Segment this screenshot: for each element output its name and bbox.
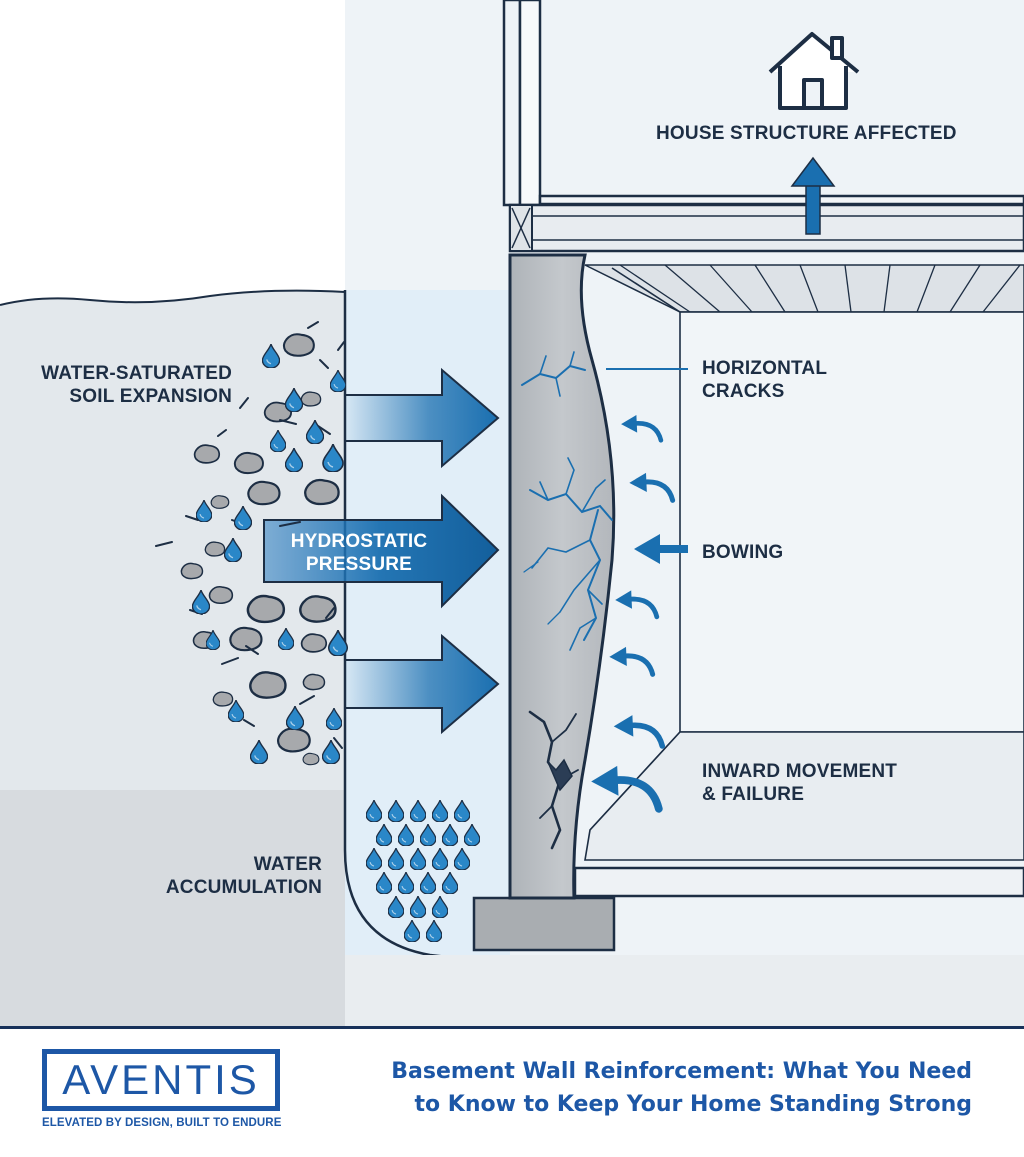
crack-icon bbox=[521, 351, 613, 850]
soil-expansion-label: WATER-SATURATED SOIL EXPANSION bbox=[41, 363, 232, 407]
basement-wall-diagram bbox=[0, 0, 1024, 1026]
footer: AVENTIS ELEVATED BY DESIGN, BUILT TO END… bbox=[0, 1026, 1024, 1157]
article-title: Basement Wall Reinforcement: What You Ne… bbox=[391, 1059, 972, 1117]
bowing-label: BOWING bbox=[702, 542, 784, 563]
bowing-arrow-icon bbox=[634, 534, 688, 564]
up-arrow-icon bbox=[790, 156, 836, 235]
house-structure-label: HOUSE STRUCTURE AFFECTED bbox=[656, 123, 957, 144]
pressure-arrow-icon bbox=[344, 633, 500, 735]
brand-name: AVENTIS bbox=[62, 1056, 260, 1103]
brand-logo: AVENTIS bbox=[42, 1049, 280, 1111]
house-icon bbox=[768, 32, 860, 110]
inward-movement-label: INWARD MOVEMENT & FAILURE bbox=[702, 761, 898, 805]
water-accumulation-label: WATER ACCUMULATION bbox=[165, 854, 322, 898]
footing bbox=[472, 896, 616, 952]
horizontal-cracks-label: HORIZONTAL CRACKS bbox=[702, 358, 828, 402]
hydrostatic-pressure-arrow bbox=[263, 493, 500, 609]
foundation-wall bbox=[508, 253, 616, 900]
brand-tagline: ELEVATED BY DESIGN, BUILT TO ENDURE bbox=[42, 1117, 282, 1129]
house-frame bbox=[502, 0, 1024, 898]
pressure-arrow-icon bbox=[344, 367, 500, 469]
hydrostatic-pressure-label: HYDROSTATIC PRESSURE bbox=[290, 531, 428, 575]
